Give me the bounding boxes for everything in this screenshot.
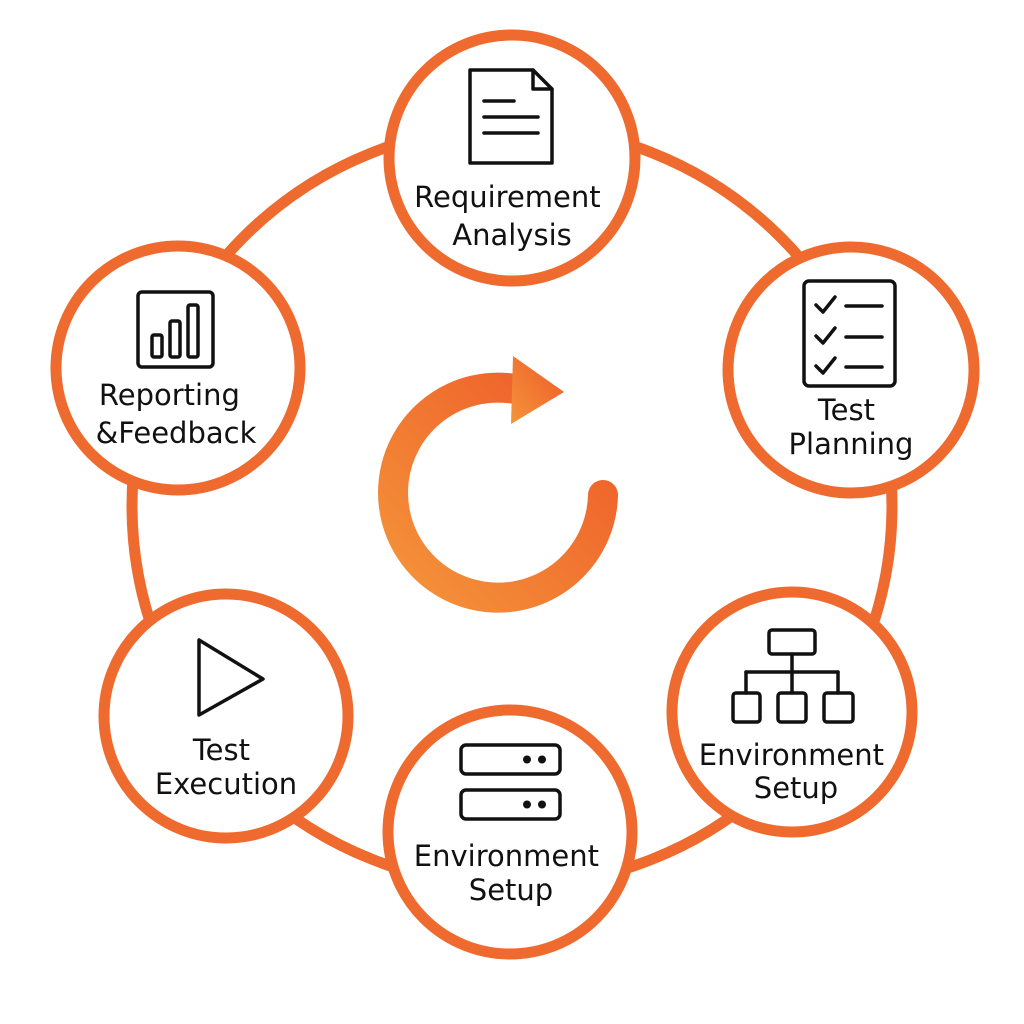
- stage-label: Requirement Analysis: [414, 180, 610, 252]
- stage-label-line: Reporting: [99, 378, 240, 412]
- stage-node-circle: [98, 588, 354, 844]
- stage-environment-setup-hierarchy: Environment Setup: [666, 586, 918, 838]
- checklist-icon: [802, 279, 897, 388]
- bar-chart-icon: [136, 290, 215, 369]
- stage-node-circle: [666, 586, 918, 838]
- stage-label: Test Execution: [155, 733, 297, 801]
- stage-reporting-feedback: Reporting &Feedback: [50, 240, 306, 496]
- stage-label: Reporting &Feedback: [96, 378, 257, 450]
- stage-label-line: Environment: [699, 738, 884, 772]
- stage-label: Environment Setup: [699, 738, 893, 805]
- stage-environment-setup-server: Environment Setup: [382, 704, 638, 960]
- stage-label-line: Execution: [155, 767, 297, 801]
- cycle-arrow-icon: [378, 356, 618, 613]
- stage-node-circle: [382, 704, 638, 960]
- stage-label: Environment Setup: [414, 839, 608, 907]
- stage-test-planning: Test Planning: [722, 241, 980, 499]
- stage-label-line: Planning: [789, 427, 914, 461]
- stage-label: Test Planning: [789, 393, 914, 461]
- stage-label-line: &Feedback: [96, 416, 257, 450]
- stage-node-circle: [722, 241, 980, 499]
- stage-label-line: Requirement: [414, 180, 601, 214]
- stage-label-line: Analysis: [452, 218, 571, 252]
- stage-label-line: Environment: [414, 839, 599, 873]
- stage-label-line: Setup: [754, 771, 838, 805]
- play-icon: [197, 638, 265, 717]
- hierarchy-icon: [731, 628, 855, 724]
- stage-label-line: Test: [192, 733, 250, 767]
- stage-label-line: Test: [817, 393, 875, 427]
- server-icon: [459, 743, 562, 821]
- stage-requirement-analysis: Requirement Analysis: [383, 29, 641, 287]
- stage-test-execution: Test Execution: [98, 588, 354, 844]
- stage-label-line: Setup: [469, 873, 553, 907]
- document-icon: [468, 68, 554, 165]
- stage-node-circle: [383, 29, 641, 287]
